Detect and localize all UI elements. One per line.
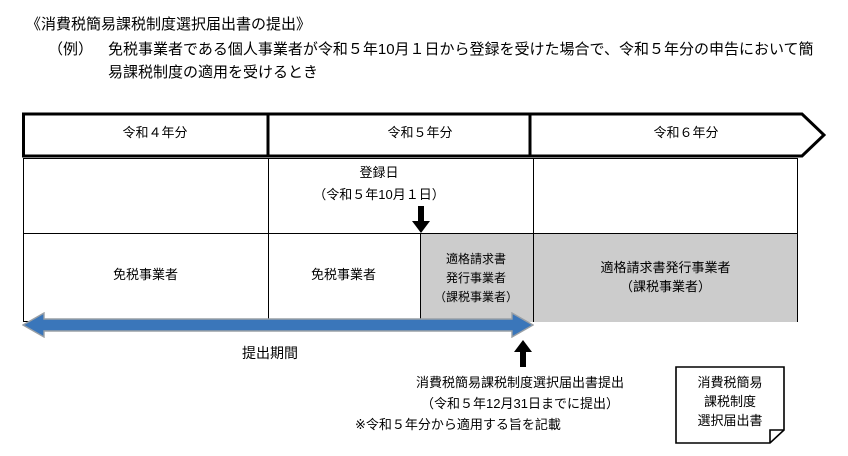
status-cell-1: 免税事業者: [268, 265, 419, 284]
grid-column-divider-2: [533, 159, 534, 321]
page-title: 《消費税簡易課税制度選択届出書の提出》: [26, 16, 312, 33]
taxable-fill-right: [534, 234, 797, 322]
status-cell-1-line-0: 免税事業者: [310, 267, 376, 282]
submission-annotation: 消費税簡易課税制度選択届出書提出 （令和５年12月31日までに提出） ※令和５年…: [355, 372, 685, 435]
status-cell-2: 適格請求書 発行事業者 （課税事業者）: [420, 250, 532, 307]
example-block: （例） 免税事業者である個人事業者が令和５年10月１日から登録を受けた場合で、令…: [26, 38, 826, 84]
status-cell-2-line-0: 適格請求書: [445, 252, 506, 266]
chevron-band-icon: [22, 112, 826, 158]
down-arrow-icon: [411, 206, 431, 234]
status-cell-2-line-2: （課税事業者）: [433, 290, 518, 304]
status-cell-3-line-1: （課税事業者）: [619, 279, 711, 294]
status-cell-0-line-0: 免税事業者: [112, 267, 178, 282]
form-document-icon: 消費税簡易 課税制度 選択届出書: [675, 366, 785, 444]
form-document-line-0: 消費税簡易: [697, 375, 763, 390]
status-cell-2-line-1: 発行事業者: [445, 271, 506, 285]
registration-date-divider: [420, 234, 421, 322]
status-cell-3-line-0: 適格請求書発行事業者: [600, 260, 731, 275]
timeline-banner: 令和４年分 令和５年分 令和６年分: [22, 112, 826, 158]
submission-period-arrow: [21, 311, 535, 339]
grid-column-divider-1: [268, 159, 269, 321]
form-document-line-2: 選択届出書: [697, 413, 763, 428]
double-headed-arrow-icon: [21, 311, 535, 339]
grid-row-divider: [24, 233, 797, 234]
document-page-icon: [675, 366, 785, 444]
status-cell-0: 免税事業者: [24, 265, 267, 284]
taxable-fill-middle: [420, 234, 533, 322]
submission-period-label: 提出期間: [242, 345, 298, 361]
timeline-band-label-2: 令和６年分: [653, 125, 719, 140]
registration-date-note: 登録日 （令和５年10月１日）: [250, 162, 508, 206]
registration-date-title: 登録日: [359, 165, 399, 180]
form-document-label: 消費税簡易 課税制度 選択届出書: [675, 373, 785, 430]
annotation-line-2: ※令和５年分から適用する旨を記載: [355, 417, 561, 432]
example-label: （例）: [48, 41, 94, 58]
timeline-band-label-1: 令和５年分: [387, 125, 453, 140]
annotation-line-1: （令和５年12月31日までに提出）: [421, 396, 619, 411]
timeline-band-label-0: 令和４年分: [122, 125, 188, 140]
status-cell-3: 適格請求書発行事業者 （課税事業者）: [534, 258, 797, 296]
up-arrow-icon: [513, 340, 533, 368]
example-text: 免税事業者である個人事業者が令和５年10月１日から登録を受けた場合で、令和５年分…: [108, 41, 814, 81]
annotation-line-0: 消費税簡易課税制度選択届出書提出: [415, 375, 624, 390]
registration-date-value: （令和５年10月１日）: [313, 187, 445, 202]
heading-block: 《消費税簡易課税制度選択届出書の提出》 （例） 免税事業者である個人事業者が令和…: [26, 14, 826, 84]
timeline-grid: [23, 158, 798, 322]
form-document-line-1: 課税制度: [703, 394, 756, 409]
